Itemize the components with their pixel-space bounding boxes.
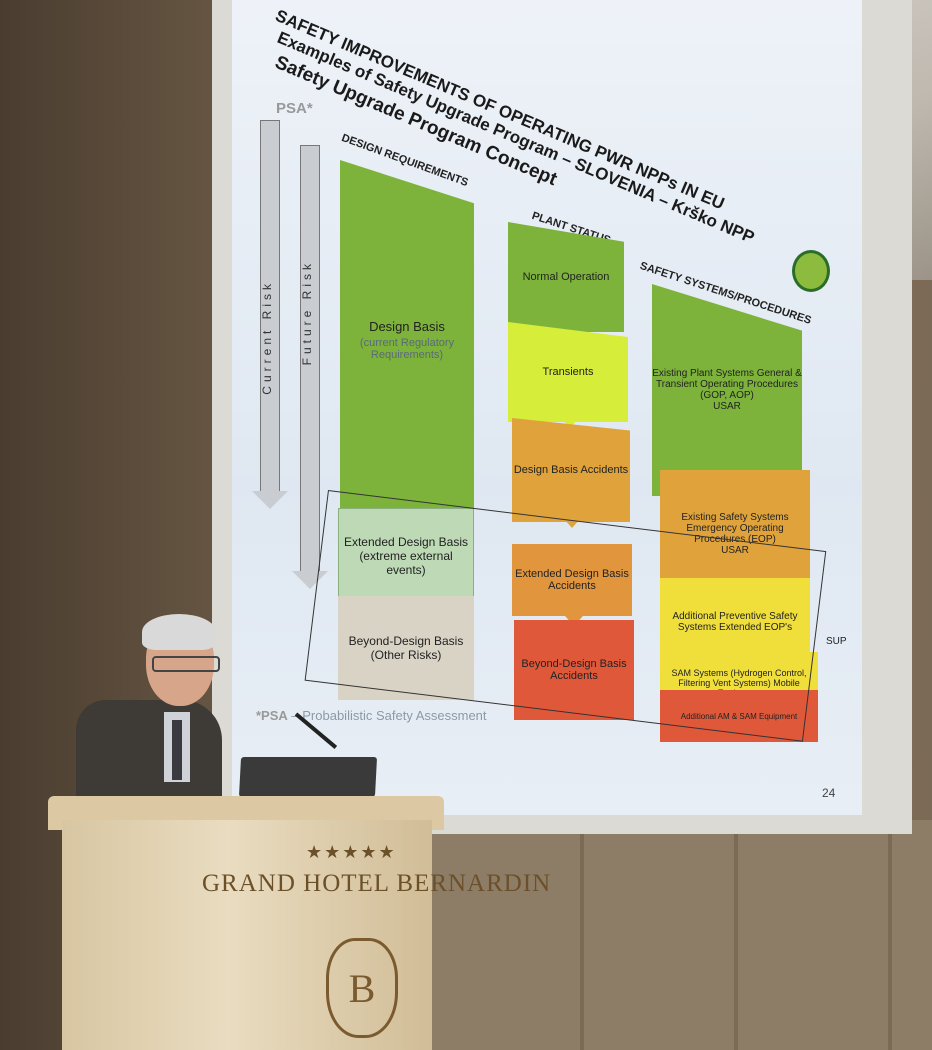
hotel-stars: ★★★★★ [306,842,397,862]
transients-box: Transients [508,322,628,422]
footnote-text: – Probabilistic Safety Assessment [291,708,487,723]
normal-operation-label: Normal Operation [522,271,610,283]
flow-arrow-3 [556,510,588,528]
sup-label: SUP [826,636,847,647]
current-risk-label: Current Risk [260,280,274,395]
edba-label: Extended Design Basis Accidents [515,568,629,592]
design-basis-box: Design Basis (current Regulatory Require… [340,160,474,520]
laptop [238,757,378,797]
safety2-usar: USAR [721,545,749,556]
flow-arrow-1 [552,314,584,332]
presentation-slide: SAFETY IMPROVEMENTS OF OPERATING PWR NPP… [232,0,862,815]
safety3-label: Additional Preventive Safety Systems Ext… [672,611,798,633]
beyond-label: Beyond-Design Basis [348,634,464,648]
speaker-hair [142,614,216,650]
footnote-key: *PSA [256,708,288,723]
extended-design-basis-box: Extended Design Basis (extreme external … [338,508,474,604]
additional-preventive-box: Additional Preventive Safety Systems Ext… [660,578,810,666]
dba-label: Design Basis Accidents [513,464,629,476]
ext-design-label: Extended Design Basis [343,535,469,549]
normal-operation-box: Normal Operation [508,222,624,332]
design-basis-label: Design Basis [369,319,445,334]
safety1-usar: USAR [713,401,741,412]
ext-design-sub: (extreme external events) [359,549,453,577]
safety1-label: Existing Plant Systems General & Transie… [652,368,802,401]
safety5-label: Additional AM & SAM Equipment [680,711,798,721]
page-number: 24 [822,786,836,800]
wall-panels [430,820,932,1050]
beyond-design-basis-box: Beyond-Design Basis (Other Risks) [338,596,474,700]
speaker-glasses [152,656,220,672]
speaker-jacket [76,700,222,810]
crest-letter: B [348,965,376,1011]
future-risk-arrow [292,145,328,589]
design-basis-accidents-box: Design Basis Accidents [512,418,630,522]
safety2-label: Existing Safety Systems Emergency Operat… [681,512,789,545]
psa-label: PSA* [276,100,313,117]
additional-am-sam-box: Additional AM & SAM Equipment [660,690,818,742]
hotel-crest-icon: B [326,938,398,1038]
bdba-label: Beyond-Design Basis Accidents [521,658,627,682]
speaker-tie [172,720,182,780]
beyond-dba-box: Beyond-Design Basis Accidents [514,620,634,720]
current-risk-arrow [252,120,288,509]
future-risk-label: Future Risk [300,260,314,366]
npp-logo-icon [792,250,830,292]
hotel-name: GRAND HOTEL BERNARDIN [202,870,552,897]
existing-safety-systems-box: Existing Safety Systems Emergency Operat… [660,470,810,598]
design-basis-sub: (current Regulatory Requirements) [359,337,455,361]
beyond-sub: (Other Risks) [370,648,442,662]
footnote: *PSA – Probabilistic Safety Assessment [256,708,487,723]
extended-dba-box: Extended Design Basis Accidents [512,544,632,616]
transients-label: Transients [542,366,594,378]
